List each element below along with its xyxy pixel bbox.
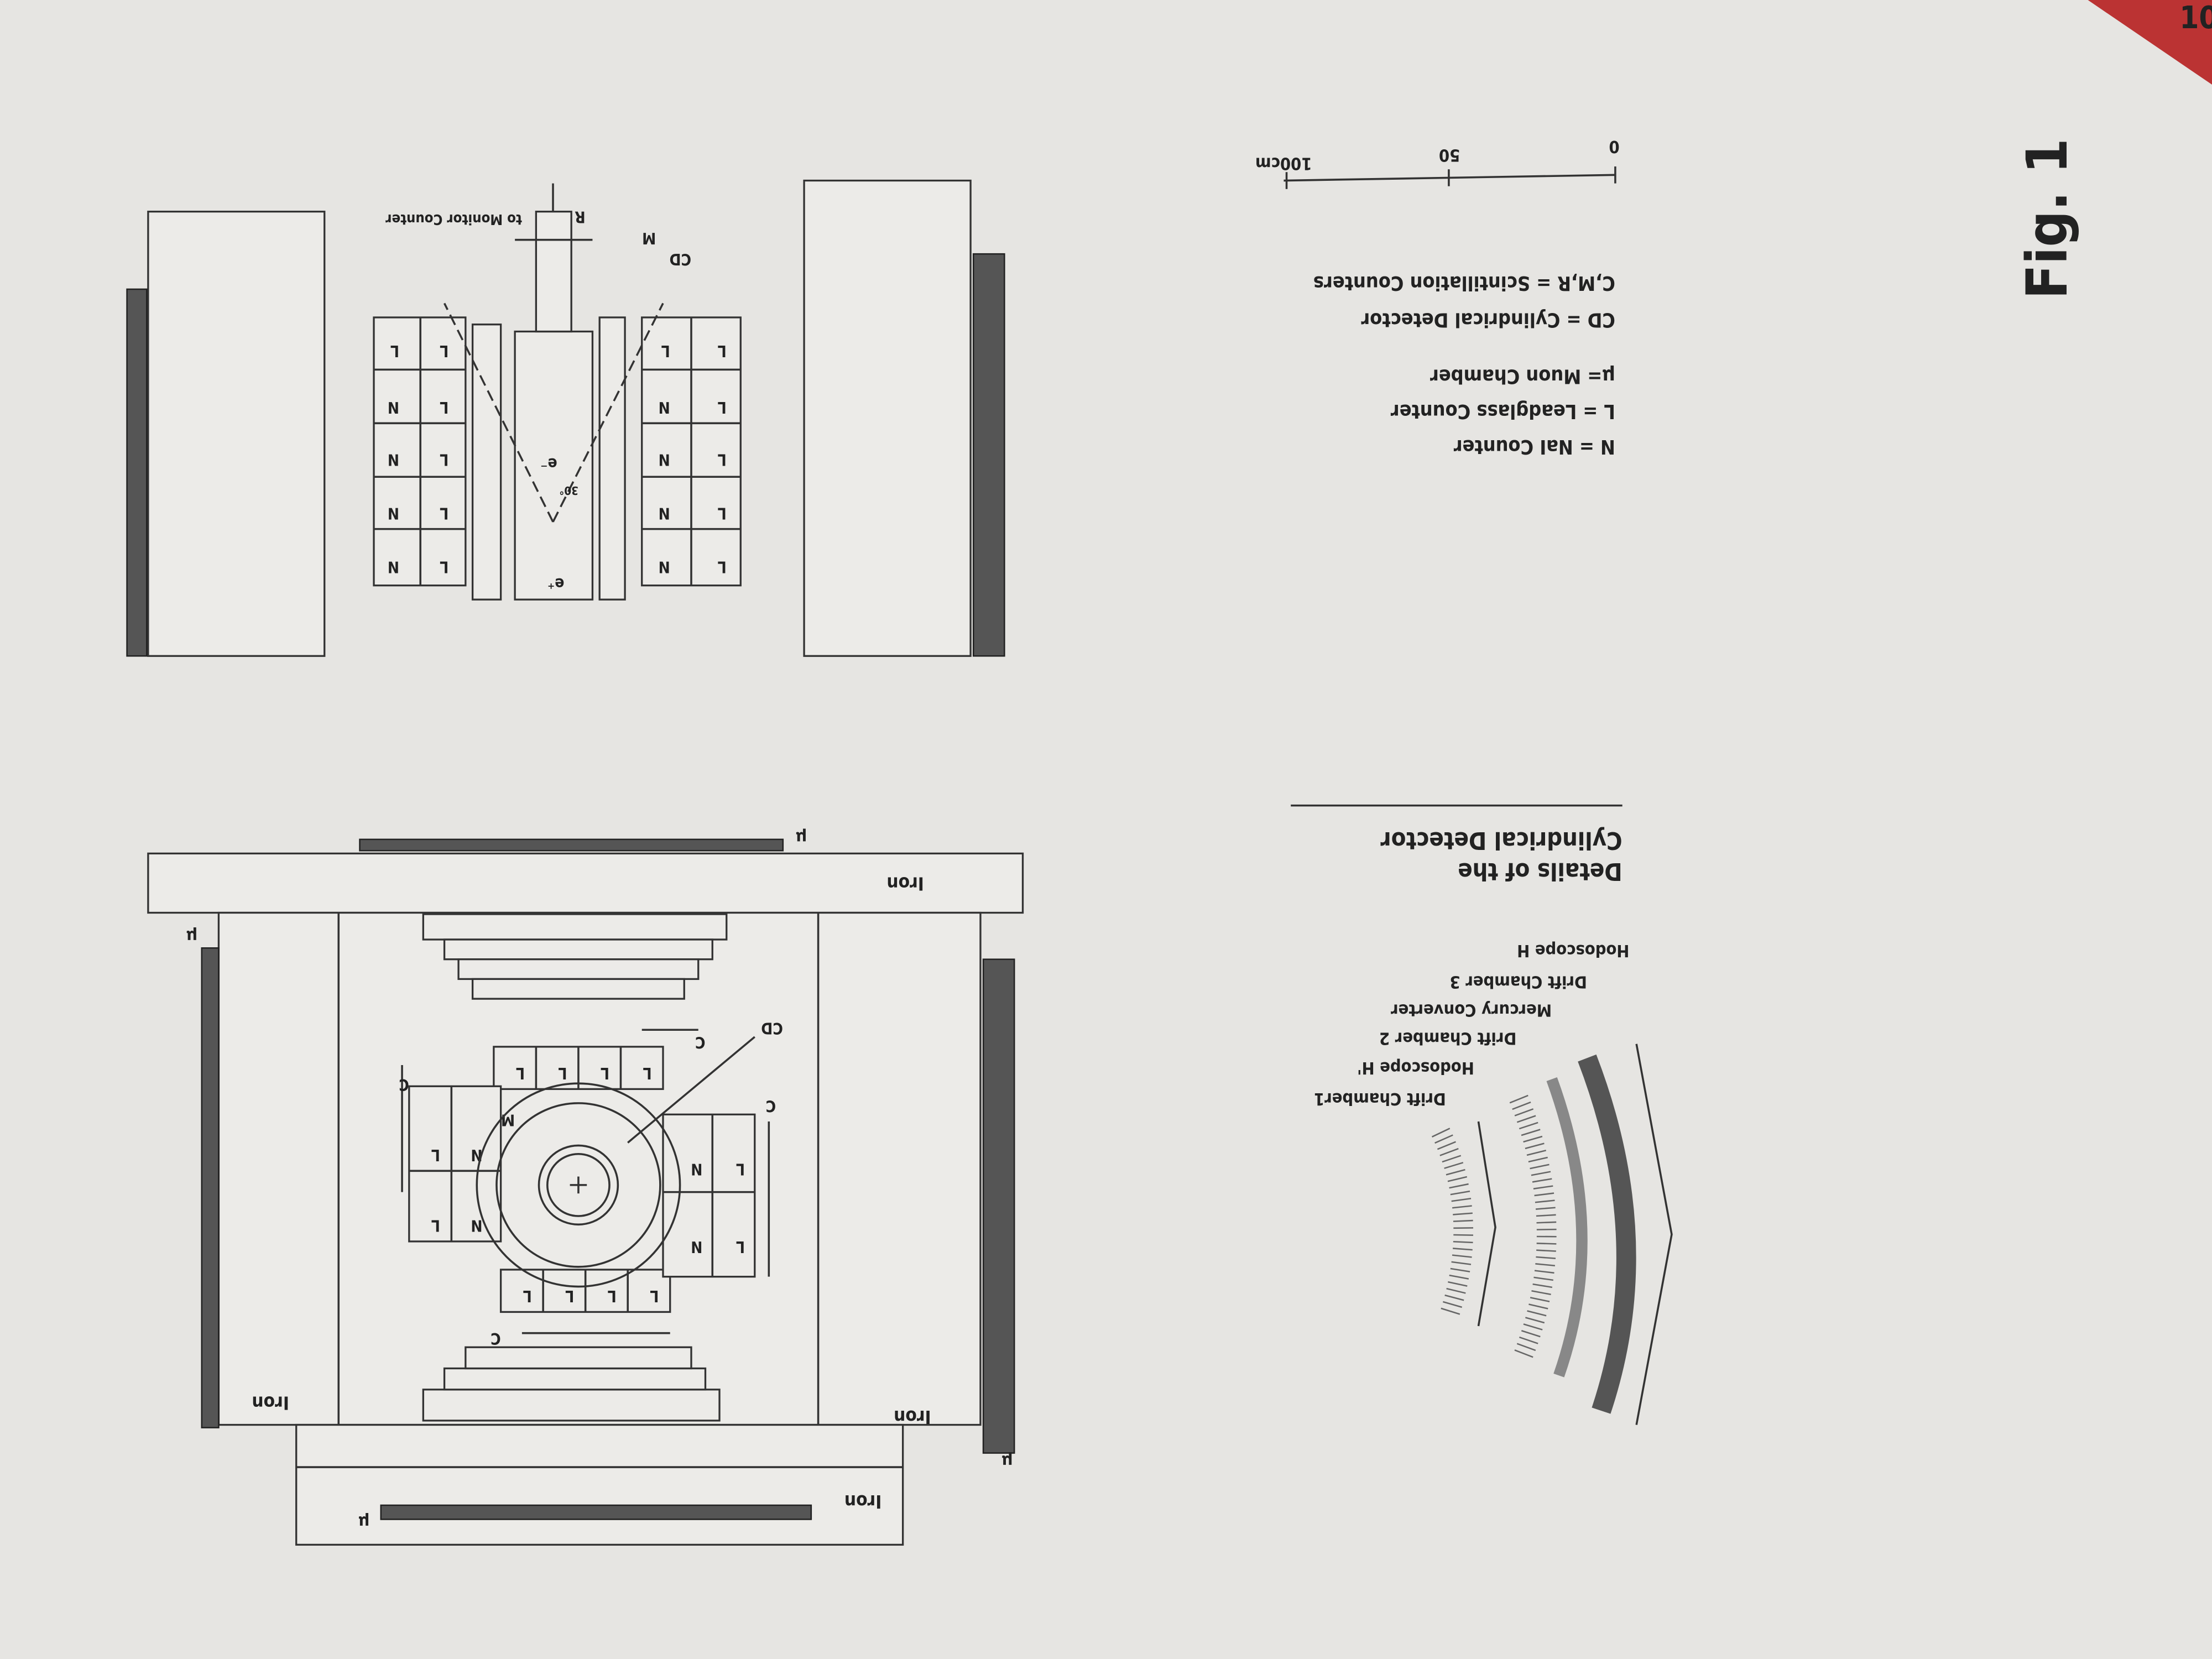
scale-bar: 0 50 100cm [1255,137,1620,189]
muon-label: μ [796,828,807,847]
figure-caption: Fig. 1 [2015,138,2080,299]
n-label: N [471,1217,482,1235]
angle-label: 30° [559,484,578,497]
muon-label: μ [358,1512,369,1531]
iron-label: Iron [844,1491,882,1512]
cylindrical-detector-inset: Drift Chamber1 Hodoscope H' Drift Chambe… [1291,804,1673,1425]
l-label: L [601,1064,609,1082]
scale-tick-label: 0 [1609,137,1619,156]
muon-label: μ [186,927,197,946]
l-label: L [718,342,727,360]
l-label: L [440,557,448,576]
muon-label: μ [1001,1452,1013,1471]
l-label: L [736,1160,745,1178]
l-label: L [440,342,448,360]
legend-item: C,M,R = Scintillation Counters [1313,272,1615,294]
inset-title: Cylindrical Detector [1380,826,1623,854]
iron-label: Iron [886,873,924,895]
cd-label: CD [761,1019,782,1037]
n-label: N [659,557,670,576]
l-label: L [440,504,448,522]
end-view: Iron μ μ Iron Iron Iron μ μ [147,828,1024,1546]
n-label: N [659,398,670,416]
n-label: N [691,1238,702,1256]
l-label: L [661,342,670,360]
inset-layer-label: Drift Chamber1 [1314,1089,1446,1108]
l-label: L [390,342,399,360]
inset-layer-label: Hodoscope H' [1357,1058,1474,1077]
l-label: L [523,1287,532,1305]
legend-item: μ= Muon Chamber [1430,364,1615,387]
scale-tick-label: 50 [1439,145,1460,164]
l-label: L [718,398,727,416]
iron-label: Iron [252,1392,289,1414]
inset-title: Details of the [1458,857,1623,885]
l-label: L [440,450,448,468]
monitor-counter-label: to Monitor Counter [385,211,522,227]
side-view: L L N L N L N L N L L L N L N L N L N L … [126,179,1005,657]
l-label: L [440,398,448,416]
l-label: L [565,1287,574,1305]
inset-layer-label: Mercury Converter [1391,1000,1552,1019]
l-label: L [736,1238,745,1256]
page-edge-red [2088,0,2212,85]
legend-item: N = NaI Counter [1454,435,1615,458]
l-label: L [608,1287,617,1305]
l-label: L [431,1217,440,1235]
inset-layer-label: Drift Chamber 3 [1449,972,1587,991]
n-label: N [691,1160,702,1178]
r-label: R [575,208,585,226]
legend: N = NaI Counter L = Leadglass Counter μ=… [1313,272,1615,458]
l-label: L [643,1064,651,1082]
n-label: N [388,450,399,468]
e-plus-label: e⁺ [547,575,564,593]
l-label: L [718,557,727,576]
c-label: C [491,1329,501,1348]
inset-layer-label: Drift Chamber 2 [1379,1028,1516,1047]
l-label: L [558,1064,567,1082]
inset-layer-label: Hodoscope H [1517,941,1629,960]
n-label: N [388,557,399,576]
n-label: N [388,504,399,522]
c-label: C [695,1033,706,1051]
l-label: L [431,1146,440,1164]
page-number-fragment: 10 [2179,0,2212,36]
l-label: L [718,504,727,522]
c-label: C [399,1076,409,1094]
legend-item: CD = Cylindrical Detector [1361,308,1615,331]
n-label: N [388,398,399,416]
e-minus-label: e⁻ [540,455,557,473]
m-label: M [501,1110,515,1129]
l-label: L [516,1064,525,1082]
c-label: C [766,1097,776,1115]
m-label: M [642,229,656,247]
n-label: N [659,504,670,522]
l-label: L [650,1287,659,1305]
scale-tick-label: 100cm [1255,154,1312,173]
cd-label: CD [670,250,691,268]
legend-item: L = Leadglass Counter [1391,400,1615,422]
n-label: N [659,450,670,468]
l-label: L [718,450,727,468]
